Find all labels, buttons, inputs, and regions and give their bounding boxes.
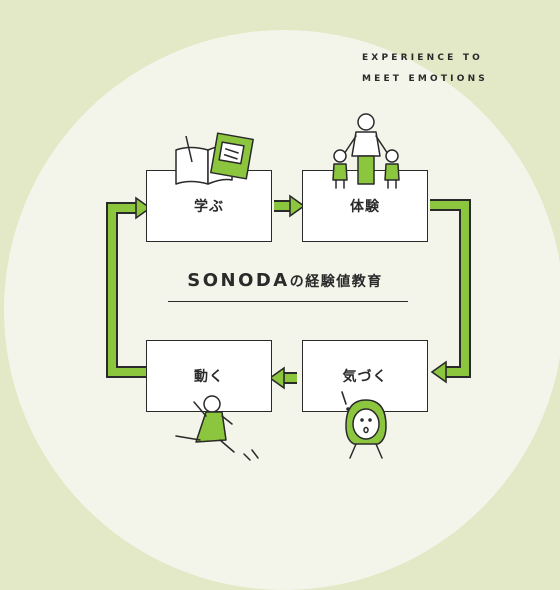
step-box-experience: 体験 [302, 170, 428, 242]
cycle-arrows [106, 194, 471, 390]
step-label-learn: 学ぶ [194, 199, 224, 215]
step-box-act: 動く [146, 340, 272, 412]
step-box-notice: 気づく [302, 340, 428, 412]
step-label-notice: 気づく [342, 369, 388, 385]
step-label-act: 動く [194, 369, 224, 385]
title-underline [168, 301, 408, 302]
step-label-experience: 体験 [350, 199, 380, 215]
step-box-learn: 学ぶ [146, 170, 272, 242]
diagram-title: SONODAの経験値教育 [160, 270, 410, 291]
tagline-line-2: MEET EMOTIONS [361, 74, 488, 84]
tagline-line-1: EXPERIENCE TO [361, 53, 484, 63]
title-rest: の経験値教育 [289, 274, 383, 290]
tagline: EXPERIENCE TO MEET EMOTIONS [362, 48, 488, 90]
title-brand: SONODA [187, 270, 290, 291]
